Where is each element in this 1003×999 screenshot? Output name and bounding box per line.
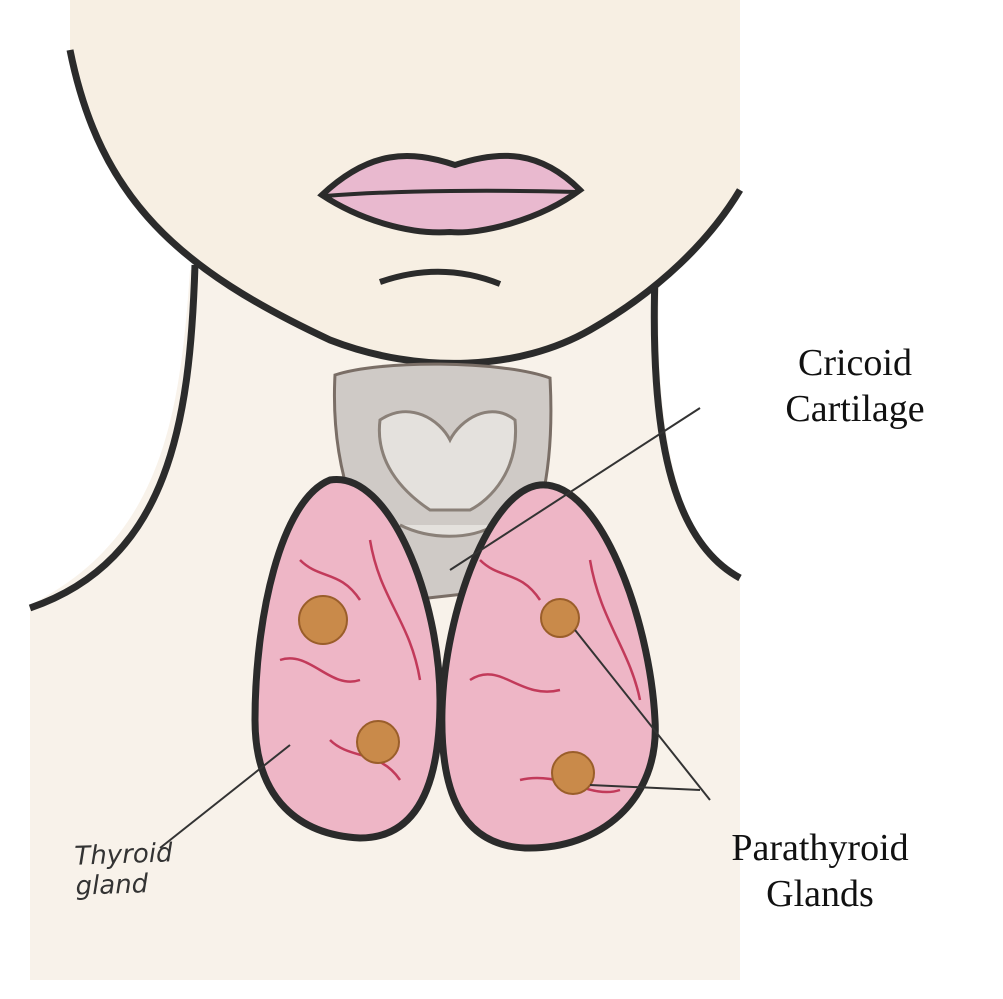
thyroid-right-lobe — [438, 481, 659, 852]
label-parathyroid-glands: Parathyroid Glands — [700, 825, 940, 917]
label-thyroid-gland: Thyroid gland — [74, 838, 174, 901]
label-line: Thyroid — [73, 838, 174, 872]
parathyroid-gland — [298, 595, 348, 645]
label-line: Cricoid — [798, 342, 912, 384]
lip-line — [324, 188, 579, 198]
parathyroid-gland — [356, 720, 400, 764]
label-line: Glands — [766, 873, 874, 915]
parathyroid-gland — [551, 751, 595, 795]
leader-lines — [159, 407, 711, 849]
neck-left-outline — [28, 264, 199, 612]
chin-crease — [379, 268, 502, 287]
parathyroid-glands — [298, 595, 595, 795]
label-cricoid-cartilage: Cricoid Cartilage — [745, 340, 965, 432]
label-line: gland — [75, 869, 149, 902]
jaw-outline — [66, 49, 744, 367]
label-line: Parathyroid — [731, 827, 909, 869]
lips — [317, 152, 585, 236]
neck-right-outline — [650, 274, 742, 582]
label-line: Cartilage — [785, 388, 925, 430]
parathyroid-gland — [540, 598, 580, 638]
